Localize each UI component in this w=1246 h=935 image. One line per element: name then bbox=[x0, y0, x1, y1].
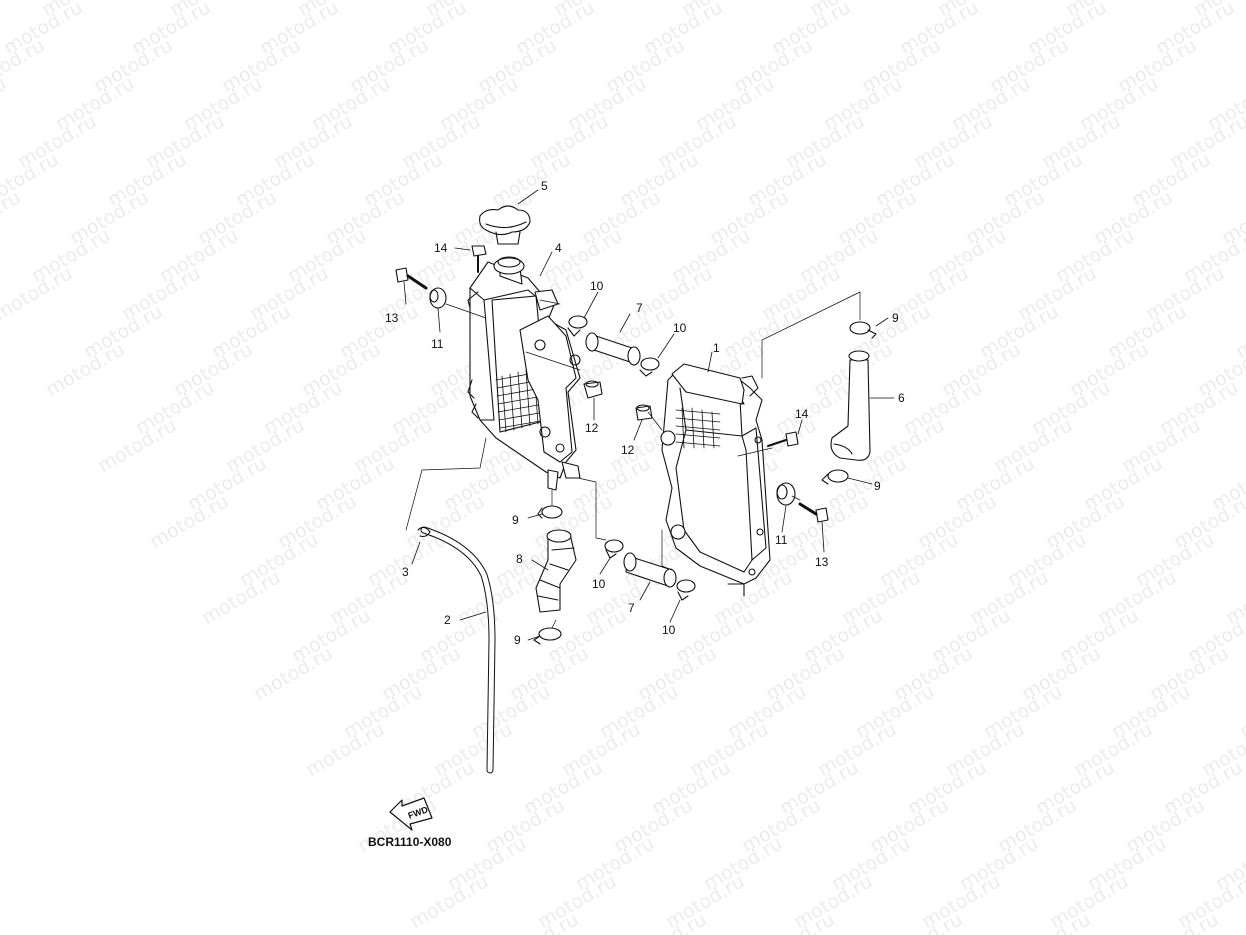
clamp-10d[interactable] bbox=[676, 579, 696, 601]
hose-8[interactable] bbox=[535, 529, 577, 613]
callout-12: 12 bbox=[585, 421, 599, 435]
collar-12-right[interactable] bbox=[635, 404, 653, 421]
callout-9: 9 bbox=[892, 311, 899, 325]
right-radiator[interactable] bbox=[660, 363, 771, 597]
clip-3[interactable] bbox=[417, 526, 431, 538]
clamp-9c[interactable] bbox=[537, 505, 563, 519]
hose-2[interactable] bbox=[420, 526, 496, 774]
radiator-cap[interactable] bbox=[479, 205, 531, 245]
callout-14: 14 bbox=[434, 241, 448, 255]
callout-11: 11 bbox=[431, 337, 444, 351]
clamp-9a[interactable] bbox=[849, 321, 877, 339]
callout-9: 9 bbox=[874, 479, 881, 493]
leader-lines bbox=[403, 189, 895, 641]
hose-7-lower[interactable] bbox=[623, 552, 677, 588]
callout-10: 10 bbox=[592, 577, 606, 591]
hose-6[interactable] bbox=[830, 350, 871, 461]
clamp-9d[interactable] bbox=[533, 627, 562, 645]
clamp-10a[interactable] bbox=[567, 315, 588, 337]
collar-12-left[interactable] bbox=[583, 380, 603, 399]
callout-13: 13 bbox=[815, 555, 829, 569]
assembly-lines bbox=[405, 291, 861, 629]
callout-14: 14 bbox=[795, 407, 809, 421]
hose-7-upper[interactable] bbox=[585, 332, 641, 366]
callout-6: 6 bbox=[898, 391, 905, 405]
grommet-11-left[interactable] bbox=[429, 287, 447, 309]
callout-9: 9 bbox=[514, 633, 521, 647]
callout-3: 3 bbox=[402, 565, 409, 579]
callout-13: 13 bbox=[385, 311, 399, 325]
bolt-14-right[interactable] bbox=[767, 431, 799, 447]
clamp-10c[interactable] bbox=[604, 539, 624, 559]
callout-7: 7 bbox=[628, 601, 635, 615]
callout-2: 2 bbox=[444, 613, 451, 627]
callout-labels: 5 14 4 13 11 10 7 10 12 12 1 9 6 14 9 11… bbox=[368, 179, 905, 849]
callout-1: 1 bbox=[713, 341, 720, 355]
clamp-10b[interactable] bbox=[639, 357, 660, 377]
callout-10: 10 bbox=[662, 623, 676, 637]
fwd-arrow: FWD bbox=[389, 797, 433, 831]
bolt-14-left[interactable] bbox=[471, 245, 487, 273]
diagram-code: BCR1110-X080 bbox=[368, 835, 452, 849]
callout-10: 10 bbox=[590, 279, 604, 293]
callout-9: 9 bbox=[512, 513, 519, 527]
callout-8: 8 bbox=[516, 552, 523, 566]
callout-5: 5 bbox=[541, 179, 548, 193]
callout-7: 7 bbox=[636, 301, 643, 315]
bolt-13-right[interactable] bbox=[798, 502, 829, 523]
clamp-9b[interactable] bbox=[821, 469, 849, 485]
grommet-11-right[interactable] bbox=[776, 482, 796, 506]
left-radiator[interactable] bbox=[467, 256, 581, 491]
callout-11: 11 bbox=[775, 533, 788, 547]
bolt-13-left[interactable] bbox=[395, 267, 428, 290]
callout-4: 4 bbox=[555, 241, 562, 255]
callout-12: 12 bbox=[621, 443, 635, 457]
callout-10: 10 bbox=[673, 321, 687, 335]
